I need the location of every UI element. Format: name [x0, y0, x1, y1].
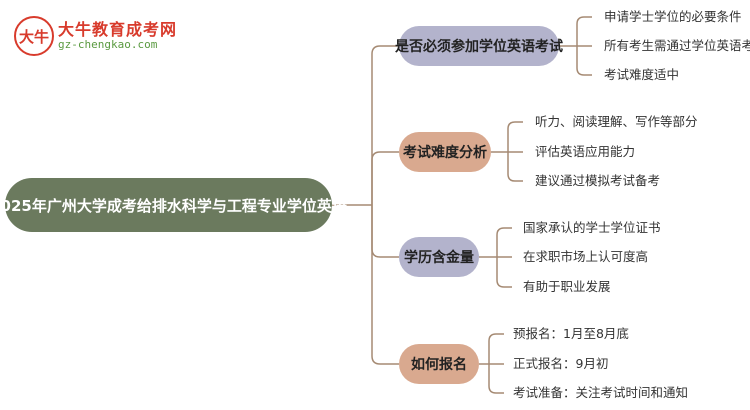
connector-branch-2 — [371, 205, 399, 258]
leaf-node: 国家承认的学士学位证书 — [523, 220, 661, 235]
root-node: 2025年广州大学成考给排水科学与工程专业学位英语 — [0, 178, 347, 232]
leaf-node: 评估英语应用能力 — [535, 144, 636, 159]
connector-leaf-0 — [559, 16, 592, 76]
leaf-node: 所有考生需通过学位英语考试 — [604, 38, 750, 53]
connector-leaf-1 — [491, 121, 523, 182]
branch-node-qualification-value: 学历含金量 — [399, 237, 479, 277]
leaf-node: 预报名：1月至8月底 — [513, 326, 629, 341]
connector-branch-0 — [371, 45, 399, 205]
logo-mark-icon: 大牛 — [14, 16, 54, 56]
connector-leaf-3 — [479, 333, 504, 394]
branch-node-difficulty-analysis: 考试难度分析 — [399, 132, 491, 172]
leaf-node: 正式报名：9月初 — [513, 356, 609, 371]
site-logo[interactable]: 大牛 大牛教育成考网 gz-chengkao.com — [14, 14, 184, 56]
connector-branch-3 — [371, 205, 399, 365]
branch-node-degree-english-required: 是否必须参加学位英语考试 — [395, 26, 563, 66]
logo-url: gz-chengkao.com — [58, 38, 158, 51]
connector-branch-1 — [371, 151, 399, 205]
connector-leaf-2 — [479, 227, 512, 288]
leaf-node: 有助于职业发展 — [523, 279, 611, 294]
branch-node-how-to-register: 如何报名 — [399, 344, 479, 384]
leaf-node: 考试准备：关注考试时间和通知 — [513, 385, 689, 400]
leaf-node: 听力、阅读理解、写作等部分 — [535, 114, 698, 129]
leaf-node: 申请学士学位的必要条件 — [604, 9, 742, 24]
logo-title: 大牛教育成考网 — [58, 20, 178, 39]
leaf-node: 在求职市场上认可度高 — [523, 249, 649, 264]
leaf-node: 建议通过模拟考试备考 — [535, 173, 661, 188]
leaf-node: 考试难度适中 — [604, 67, 680, 82]
